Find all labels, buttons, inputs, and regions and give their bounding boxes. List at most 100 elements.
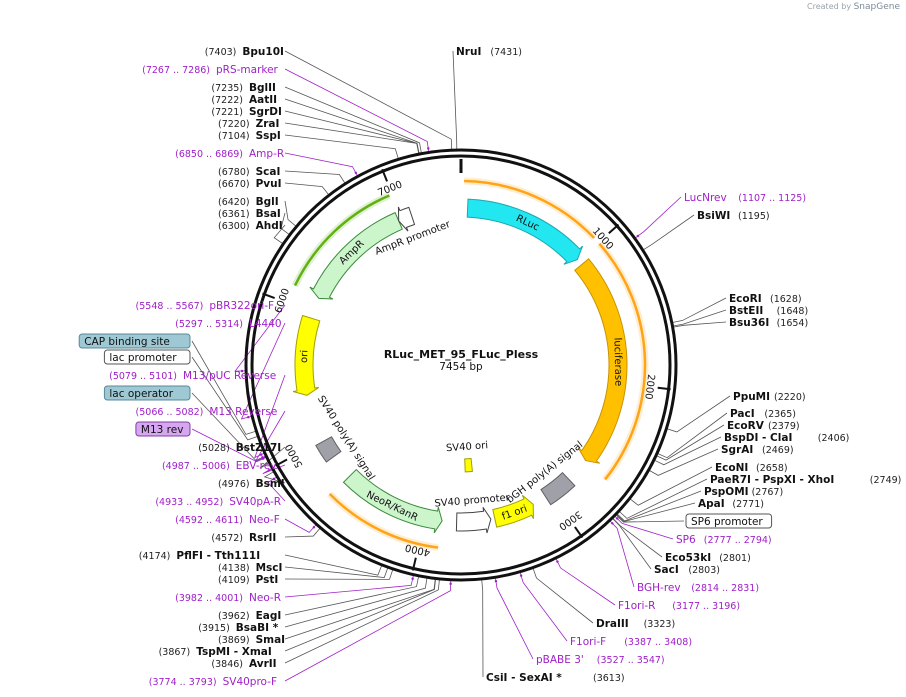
label-avrii[interactable]: AvrII(3846) [211,658,276,670]
label-position: (3177 .. 3196) [672,601,740,612]
label-sv40pro-f[interactable]: SV40pro-F(3774 .. 3793) [149,676,277,688]
label-bglii[interactable]: BglII(7235) [211,82,276,94]
label-position: (4138) [218,563,250,574]
plasmid-backbone [244,148,678,582]
feature-sv40-ori[interactable] [464,457,473,473]
feature-ampr-promoter[interactable] [397,206,416,232]
label-m13-puc-reverse[interactable]: M13/pUC Reverse(5079 .. 5101) [109,370,276,382]
label-prs-marker[interactable]: pRS-marker(7267 .. 7286) [142,64,278,76]
label-ecorv[interactable]: EcoRV(2379) [727,420,800,432]
label-bsabi[interactable]: BsaBI *(3915) [198,622,278,634]
label-pbabe-3[interactable]: pBABE 3'(3527 .. 3547) [536,654,665,666]
label-paer7i-pspxi-xhoi[interactable]: PaeR7I - PspXI - XhoI(2749) [710,474,901,486]
label-pflfi-tth111i[interactable]: PflFI - Tth111I(4174) [139,550,260,562]
label-m13-reverse[interactable]: M13 Reverse(5066 .. 5082) [136,406,278,418]
label-neo-f[interactable]: Neo-F(4592 .. 4611) [175,514,280,526]
label-position: (2803) [688,565,720,576]
label-name: EcoNI [715,462,748,474]
feature-f1-ori[interactable] [492,494,534,528]
label-position: (6780) [218,167,250,178]
label-eco53ki[interactable]: Eco53kI(2801) [665,552,751,564]
label-bsiwi[interactable]: BsiWI(1195) [697,210,770,222]
label-m13-rev[interactable]: M13 rev [135,421,191,437]
label-name: SmaI [256,634,286,646]
leader-line [284,170,346,184]
label-nrui[interactable]: NruI(7431) [456,46,522,58]
label-sp6-promoter[interactable]: SP6 promoter [685,513,773,529]
label-position: (1648) [777,306,809,317]
label-box-text: SP6 promoter [691,516,763,528]
label-sgrai[interactable]: SgrAI(2469) [721,444,794,456]
label-smai[interactable]: SmaI(3869) [218,634,285,646]
label-pbr322ori-f[interactable]: pBR322ori-F(5548 .. 5567) [136,300,275,312]
label-name: ZraI [256,118,280,130]
label-amp-r[interactable]: Amp-R(6850 .. 6869) [175,148,284,160]
label-tspmi-xmai[interactable]: TspMI - XmaI(3867) [159,646,272,658]
feature-sv40-promoter[interactable] [455,507,492,534]
label-saci[interactable]: SacI(2803) [654,564,720,576]
label-lucnrev[interactable]: LucNrev(1107 .. 1125) [684,192,806,204]
label-position: (6670) [218,179,250,190]
label-position: (3774 .. 3793) [149,677,217,688]
label-bsteii[interactable]: BstEII(1648) [729,305,808,317]
label-psti[interactable]: PstI(4109) [218,574,278,586]
feature-luciferase[interactable] [574,258,628,464]
feature-bgh-poly-a-signal[interactable] [540,471,576,506]
feature-rluc[interactable] [466,198,584,265]
label-rsrii[interactable]: RsrII(4572) [211,532,276,544]
label-bspdi-clai[interactable]: BspDI - ClaI(2406) [724,432,849,444]
label-scai[interactable]: ScaI(6780) [218,166,280,178]
feature-ampr[interactable] [309,211,403,300]
label-draiii[interactable]: DraIII(3323) [596,618,675,630]
leader-line [280,212,291,236]
label-bsmi[interactable]: BsmI(4976) [218,478,285,490]
feature-ori[interactable] [292,314,321,396]
label-name: Bpu10I [242,46,284,58]
label-sp6[interactable]: SP6(2777 .. 2794) [676,534,772,546]
label-sspi[interactable]: SspI(7104) [218,130,281,142]
label-f1ori-f[interactable]: F1ori-F(3387 .. 3408) [570,636,692,648]
feature-label-ori: ori [299,350,311,364]
label-aatii[interactable]: AatII(7222) [211,94,277,106]
label-f1ori-r[interactable]: F1ori-R(3177 .. 3196) [618,600,740,612]
leader-line [284,134,399,160]
leader-line [494,577,534,660]
label-position: (2771) [732,499,764,510]
label-l4440[interactable]: L4440(5297 .. 5314) [175,318,281,330]
label-econi[interactable]: EcoNI(2658) [715,462,788,474]
label-name: Amp-R [249,148,284,160]
label-paci[interactable]: PacI(2365) [730,408,796,420]
label-ahdi[interactable]: AhdI(6300) [218,220,283,232]
label-pspomi[interactable]: PspOMI(2767) [704,486,783,498]
feature-neor-kanr[interactable] [342,468,443,534]
label-neo-r[interactable]: Neo-R(3982 .. 4001) [175,592,281,604]
primer-site-mark [610,521,614,525]
label-ebv-rev[interactable]: EBV-rev(4987 .. 5006) [162,460,276,472]
label-position: (7104) [218,131,250,142]
label-name: SgrAI [721,444,753,456]
label-cap-binding-site[interactable]: CAP binding site [78,333,191,349]
label-name: MscI [256,562,283,574]
label-bpu10i[interactable]: Bpu10I(7403) [205,46,284,58]
label-eagi[interactable]: EagI(3962) [218,610,281,622]
label-zrai[interactable]: ZraI(7220) [218,118,279,130]
label-bsu36i[interactable]: Bsu36I(1654) [729,317,808,329]
label-ppumi[interactable]: PpuMI(2220) [733,391,806,403]
leader-line [671,297,727,323]
label-ecori[interactable]: EcoRI(1628) [729,293,802,305]
leader-line [284,527,321,538]
label-bsai[interactable]: BsaI(6361) [218,208,281,220]
label-sgrdi[interactable]: SgrDI(7221) [211,106,281,118]
label-bgh-rev[interactable]: BGH-rev(2814 .. 2831) [637,582,759,594]
tick-label: 6000 [273,287,292,315]
label-sv40pa-r[interactable]: SV40pA-R(4933 .. 4952) [155,496,281,508]
label-lac-operator[interactable]: lac operator [103,385,191,401]
label-pvui[interactable]: PvuI(6670) [218,178,282,190]
feature-sv40-poly-a-signal[interactable] [315,436,342,463]
label-apai[interactable]: ApaI(2771) [698,498,764,510]
label-csii-sexai[interactable]: CsiI - SexAI *(3613) [486,672,625,684]
label-bstz17i[interactable]: BstZ17I(5028) [198,442,281,454]
label-msci[interactable]: MscI (4138) [218,562,282,574]
label-lac-promoter[interactable]: lac promoter [103,349,191,365]
label-bgli[interactable]: BglI(6420) [218,196,279,208]
